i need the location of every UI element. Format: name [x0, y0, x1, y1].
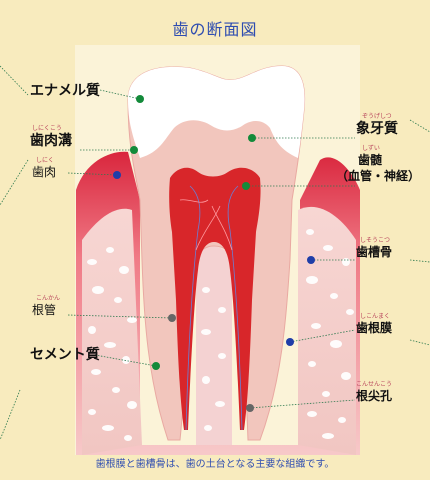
figure-caption: 歯根膜と歯槽骨は、歯の土台となる主要な組織です。 — [95, 459, 335, 470]
ruby-root-canal: こんかん — [36, 295, 61, 302]
ruby-gingiva: しにく — [36, 157, 54, 164]
label-apical-foramen: 根尖孔 — [356, 389, 393, 403]
marker-root-canal — [168, 314, 176, 322]
label-enamel: エナメル質 — [30, 83, 100, 99]
leader-cementum — [94, 354, 157, 367]
ruby-pulp: しずい — [362, 145, 380, 152]
marker-pulp — [242, 182, 250, 190]
marker-gingival-sulcus — [130, 146, 138, 154]
marker-cementum — [152, 362, 160, 370]
label-gingiva: 歯肉 — [32, 165, 57, 179]
label-dentin: 象牙質 — [356, 121, 398, 137]
leader-apical-foramen — [249, 399, 356, 409]
label-gingival-sulcus: 歯肉溝 — [30, 133, 72, 149]
label-periodontal-ligament: 歯根膜 — [356, 321, 393, 335]
ruby-alveolar-bone: しそうこつ — [360, 237, 391, 244]
leader-gingiva — [67, 172, 118, 176]
label-pulp: 歯髄 — [358, 153, 383, 167]
label-alveolar-bone: 歯槽骨 — [356, 245, 393, 259]
marker-periodontal-ligament — [286, 338, 294, 346]
leader-edge-1 — [0, 65, 29, 96]
enamel-shape — [128, 66, 305, 158]
leader-enamel — [99, 89, 141, 100]
label-pulp-sub: （血管・神経） — [336, 169, 421, 183]
label-cementum: セメント質 — [30, 347, 100, 363]
marker-alveolar-bone — [307, 256, 315, 264]
ruby-apical-foramen: こんせんこう — [356, 381, 393, 388]
marker-apical-foramen — [246, 404, 254, 412]
pulp-chamber — [169, 167, 261, 431]
leader-edge-6 — [0, 389, 21, 441]
alveolar-bone-center — [196, 246, 232, 445]
leader-edge-3 — [409, 119, 430, 133]
marker-gingiva — [113, 171, 121, 179]
leader-edge-4 — [409, 259, 430, 263]
leader-lines — [0, 65, 430, 441]
pulp-vessels — [179, 185, 243, 431]
ruby-periodontal-ligament: しこんまく — [360, 313, 391, 320]
leader-edge-5 — [409, 339, 430, 346]
leader-edge-2 — [0, 159, 29, 206]
label-root-canal: 根管 — [32, 303, 57, 317]
marker-enamel — [136, 95, 144, 103]
ruby-dentin: ぞうげしつ — [362, 113, 392, 120]
ruby-gingival-sulcus: しにくこう — [32, 125, 62, 132]
leader-periodontal-ligament — [289, 329, 356, 343]
leader-root-canal — [67, 314, 173, 319]
alveolar-bone-shape-right — [298, 206, 356, 455]
marker-dentin — [248, 134, 256, 142]
figure-title: 歯の断面図 — [172, 20, 258, 39]
